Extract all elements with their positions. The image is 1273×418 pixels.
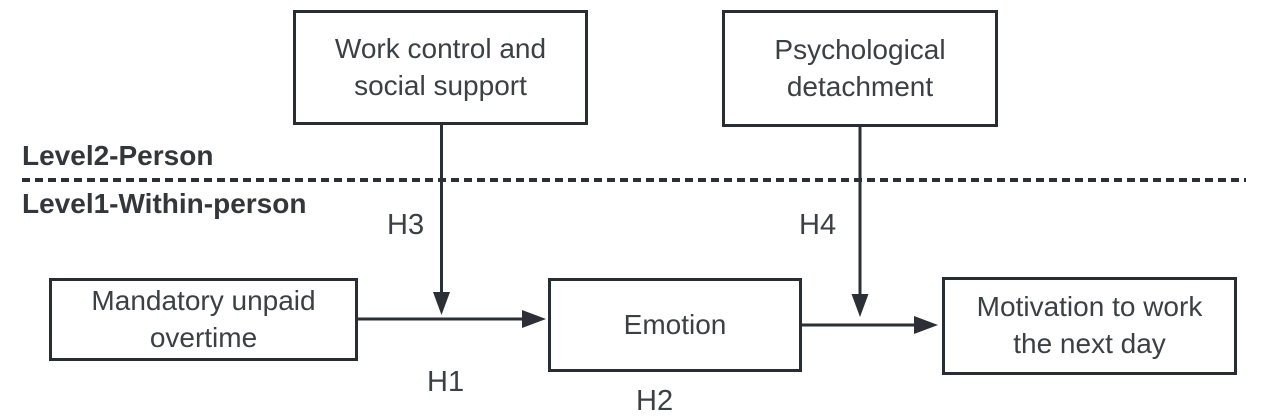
h4-arrowhead — [851, 294, 869, 317]
box-motivation-next-day: Motivation to work the next day — [942, 277, 1237, 375]
h3-arrowhead — [433, 292, 450, 315]
h1-arrowhead — [522, 310, 546, 328]
box-mandatory-unpaid-overtime: Mandatory unpaid overtime — [49, 278, 358, 361]
box-motivation-next-day-label: Motivation to work the next day — [976, 291, 1203, 359]
box-psychological-detachment-label: Psychological detachment — [774, 33, 946, 102]
box-emotion-label: Emotion — [623, 308, 727, 340]
level2-person-label: Level2-Person — [22, 140, 214, 171]
box-emotion: Emotion — [548, 278, 802, 372]
h2-arrowhead — [914, 316, 938, 334]
hypothesis-h3-label: H3 — [387, 209, 425, 241]
box-work-control-social-support: Work control and social support — [293, 10, 588, 125]
hypothesis-h4-label: H4 — [799, 209, 837, 241]
box-work-control-label: Work control and social support — [334, 32, 547, 101]
box-psychological-detachment: Psychological detachment — [722, 10, 998, 127]
hypothesis-h2-label: H2 — [636, 385, 674, 417]
box-mandatory-unpaid-overtime-label: Mandatory unpaid overtime — [91, 284, 316, 353]
level1-within-person-label: Level1-Within-person — [22, 188, 307, 219]
hypothesis-h1-label: H1 — [427, 366, 465, 398]
